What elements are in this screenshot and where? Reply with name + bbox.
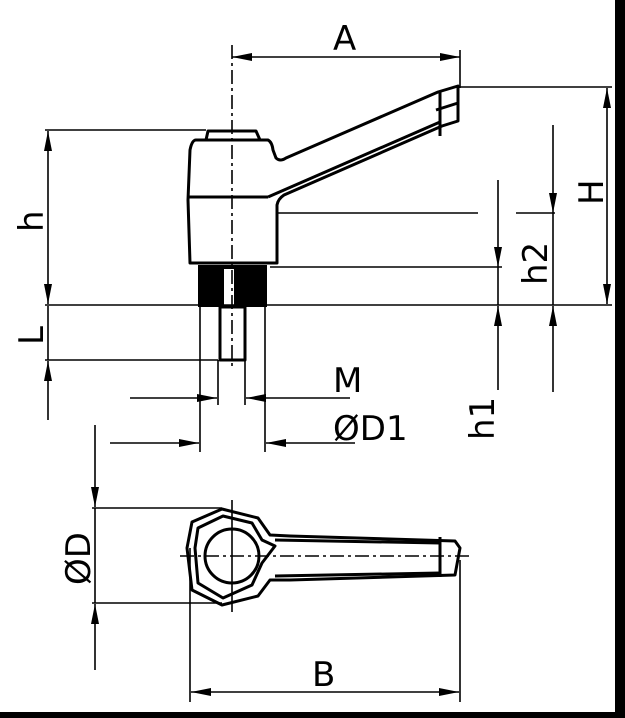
dimension-label-m: M bbox=[333, 361, 362, 401]
top-view bbox=[180, 500, 470, 612]
dimension-label-a: A bbox=[333, 19, 356, 59]
dimension-label-b: B bbox=[312, 655, 335, 695]
side-view bbox=[186, 45, 460, 370]
dimension-label-h: h bbox=[12, 210, 52, 232]
dimension-label-l: L bbox=[12, 326, 52, 345]
frame-border-bottom bbox=[0, 712, 625, 718]
dimension-label-h-upper: H bbox=[572, 179, 612, 205]
frame-border-right bbox=[615, 0, 625, 718]
dimension-label-h1: h1 bbox=[463, 397, 503, 440]
knob-body bbox=[186, 84, 460, 265]
dimension-label-d: ØD bbox=[59, 532, 99, 585]
dimension-label-d1: ØD1 bbox=[333, 409, 408, 449]
dimension-label-h2: h2 bbox=[516, 242, 556, 285]
